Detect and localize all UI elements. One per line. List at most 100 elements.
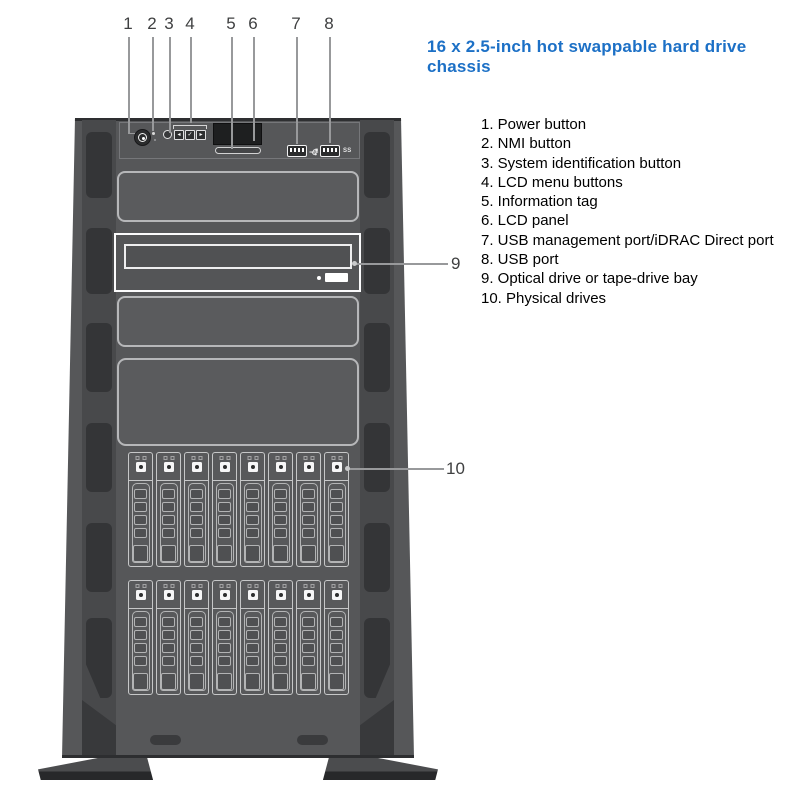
drive-vent-slot xyxy=(190,630,203,640)
optical-eject-button xyxy=(325,273,348,282)
drive-sled xyxy=(268,580,293,695)
usb-pin xyxy=(293,148,297,152)
rail-vent-cutout xyxy=(364,132,390,198)
callout-leader-line xyxy=(356,263,448,265)
drive-led-icon xyxy=(247,584,251,588)
drive-vent-slot xyxy=(162,617,175,627)
drive-handle-seam xyxy=(297,480,320,481)
drive-status-leds xyxy=(135,456,146,460)
legend-item: 9. Optical drive or tape-drive bay xyxy=(481,270,698,288)
drive-vent-slot-large xyxy=(161,545,176,562)
drive-release-button xyxy=(135,590,146,600)
drive-vent-slot-large xyxy=(301,545,316,562)
drive-sled xyxy=(184,580,209,695)
drive-vent-slot-large xyxy=(161,673,176,690)
drive-release-button xyxy=(191,590,202,600)
drive-vent-slot xyxy=(302,643,315,653)
usb-management-port xyxy=(287,145,307,157)
legend-item: 5. Information tag xyxy=(481,193,598,211)
drive-vent-slot xyxy=(218,656,231,666)
legend-item: 7. USB management port/iDRAC Direct port xyxy=(481,231,774,249)
drive-vent-slot xyxy=(246,489,259,499)
callout-leader-foot xyxy=(128,132,135,134)
drive-vent-slot xyxy=(134,656,147,666)
drive-release-button xyxy=(275,590,286,600)
drive-vent-slot xyxy=(218,617,231,627)
drive-vent-slot xyxy=(246,502,259,512)
drive-vent-slot-large xyxy=(245,673,260,690)
drive-vent-slot-large xyxy=(133,673,148,690)
drive-vent-slot xyxy=(302,656,315,666)
bottom-handle-slot xyxy=(150,735,181,745)
drive-led-icon xyxy=(226,456,230,460)
usb-pin xyxy=(297,148,301,152)
callout-leader-line xyxy=(329,37,331,143)
drive-vent-slot xyxy=(246,515,259,525)
rail-vent-cutout xyxy=(86,228,112,294)
callout-number: 7 xyxy=(291,14,301,33)
drive-vent-slot xyxy=(330,502,343,512)
usb-superspeed-icon: SS xyxy=(343,148,352,154)
drive-handle-seam xyxy=(325,608,348,609)
callout-leader-line xyxy=(349,468,444,470)
callout-leader-line xyxy=(231,37,233,149)
drive-vent-slot xyxy=(162,630,175,640)
drive-led-icon xyxy=(282,584,286,588)
drive-release-dot-icon xyxy=(194,465,199,469)
drive-release-dot-icon xyxy=(222,465,227,469)
drive-led-icon xyxy=(219,584,223,588)
drive-release-button xyxy=(163,590,174,600)
callout-leader-line xyxy=(296,37,298,144)
callout-number: 2 xyxy=(147,14,157,33)
callout-number: 5 xyxy=(226,14,236,33)
callout-leader-dot xyxy=(345,466,350,472)
drive-handle-seam xyxy=(129,480,152,481)
drive-sled xyxy=(128,580,153,695)
drive-release-button xyxy=(247,590,258,600)
drive-release-dot-icon xyxy=(278,593,283,597)
system-identification-button xyxy=(163,130,172,139)
usb-pin xyxy=(322,148,326,152)
drive-vent-slot xyxy=(274,656,287,666)
drive-vent-slot xyxy=(134,630,147,640)
drive-vent-slot-large xyxy=(245,545,260,562)
drive-vent-slot xyxy=(302,515,315,525)
drive-carrier-frame xyxy=(327,611,346,691)
drive-vent-slot xyxy=(274,630,287,640)
drive-vent-slot xyxy=(134,617,147,627)
drive-vent-slot xyxy=(162,502,175,512)
drive-led-icon xyxy=(170,456,174,460)
legend-item: 4. LCD menu buttons xyxy=(481,173,623,191)
drive-vent-slot xyxy=(246,656,259,666)
legend-item: 1. Power button xyxy=(481,116,587,133)
drive-vent-slot xyxy=(274,617,287,627)
drive-vent-slot xyxy=(274,502,287,512)
nmi-button xyxy=(152,132,155,135)
drive-vent-slot xyxy=(246,617,259,627)
drive-vent-slot xyxy=(190,643,203,653)
drive-vent-slot xyxy=(302,489,315,499)
drive-carrier-frame xyxy=(327,483,346,563)
drive-vent-slot xyxy=(162,515,175,525)
drive-led-icon xyxy=(142,584,146,588)
drive-status-leds xyxy=(163,584,174,588)
drive-led-icon xyxy=(226,584,230,588)
drive-vent-slot xyxy=(218,515,231,525)
drive-led-icon xyxy=(191,456,195,460)
drive-release-button xyxy=(219,590,230,600)
optical-activity-led xyxy=(317,276,321,280)
drive-status-leds xyxy=(191,584,202,588)
drive-carrier-frame xyxy=(215,483,234,563)
drive-vent-slot xyxy=(134,502,147,512)
drive-vent-slot xyxy=(246,643,259,653)
legend-item: 3. System identification button xyxy=(481,154,682,172)
drive-sled xyxy=(212,452,237,567)
drive-vent-slot xyxy=(330,528,343,538)
drive-sled xyxy=(296,452,321,567)
callout-leader-dot xyxy=(352,261,357,267)
drive-vent-slot xyxy=(246,528,259,538)
drive-carrier-frame xyxy=(187,611,206,691)
drive-release-button xyxy=(303,590,314,600)
drive-release-dot-icon xyxy=(334,465,339,469)
drive-sled xyxy=(184,452,209,567)
